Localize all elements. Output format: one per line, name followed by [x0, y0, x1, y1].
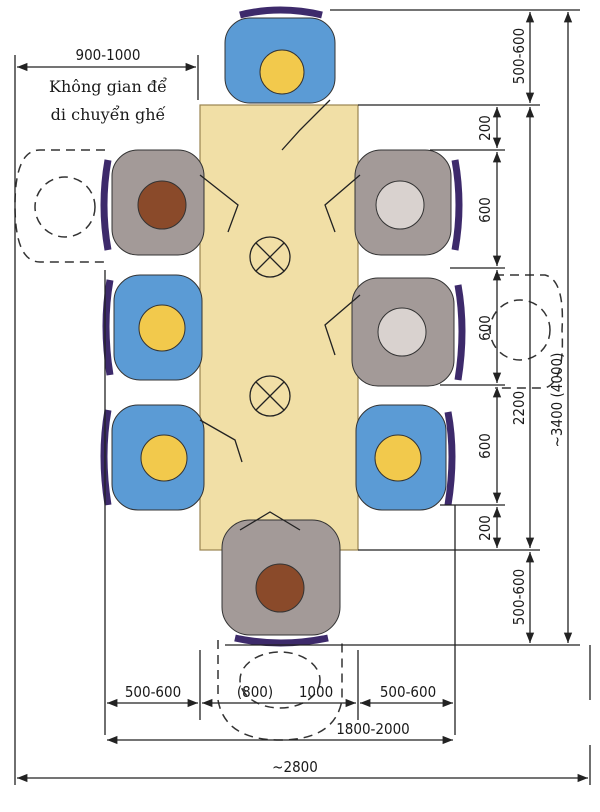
label-table-width: 1000 — [299, 683, 333, 701]
person-left-3-blue — [100, 404, 243, 511]
label-end-gap-bottom: 200 — [476, 515, 494, 541]
label-bottom-clearance: 500-600 — [510, 569, 528, 625]
person-left-2-blue — [102, 274, 203, 381]
label-seat-3: 600 — [476, 433, 494, 459]
label-table-length: 2200 — [510, 391, 528, 425]
label-total-width: ~2800 — [272, 758, 318, 776]
label-seat-1: 600 — [476, 197, 494, 223]
person-right-1-gray — [324, 149, 463, 256]
label-total-length: ~3400 (4000) — [548, 353, 566, 448]
place-setting-icon — [249, 236, 291, 278]
label-left-clearance: 500-600 — [125, 683, 181, 701]
extension-lines — [14, 9, 591, 785]
label-move-space-line2: di chuyển ghế — [51, 105, 166, 124]
label-right-clearance: 500-600 — [380, 683, 436, 701]
dining-table — [199, 104, 359, 551]
person-left-1-gray — [100, 149, 239, 256]
person-right-3-blue — [355, 404, 456, 511]
label-top-clearance: 500-600 — [510, 28, 528, 84]
person-right-2-gray — [324, 277, 466, 387]
person-bottom-gray — [221, 511, 341, 647]
place-setting-icon — [249, 375, 291, 417]
ghost-chair-left — [14, 149, 105, 263]
label-end-gap-top: 200 — [476, 115, 494, 141]
label-table-width-alt: (800) — [237, 683, 273, 701]
dimension-arrows — [17, 12, 588, 783]
label-seat-2: 600 — [476, 315, 494, 341]
label-move-space-width: 900-1000 — [76, 46, 141, 64]
label-seated-width: 1800-2000 — [336, 720, 410, 738]
person-top-blue — [224, 6, 336, 151]
label-move-space-line1: Không gian để — [49, 77, 167, 96]
ghost-chair-right — [489, 274, 564, 389]
